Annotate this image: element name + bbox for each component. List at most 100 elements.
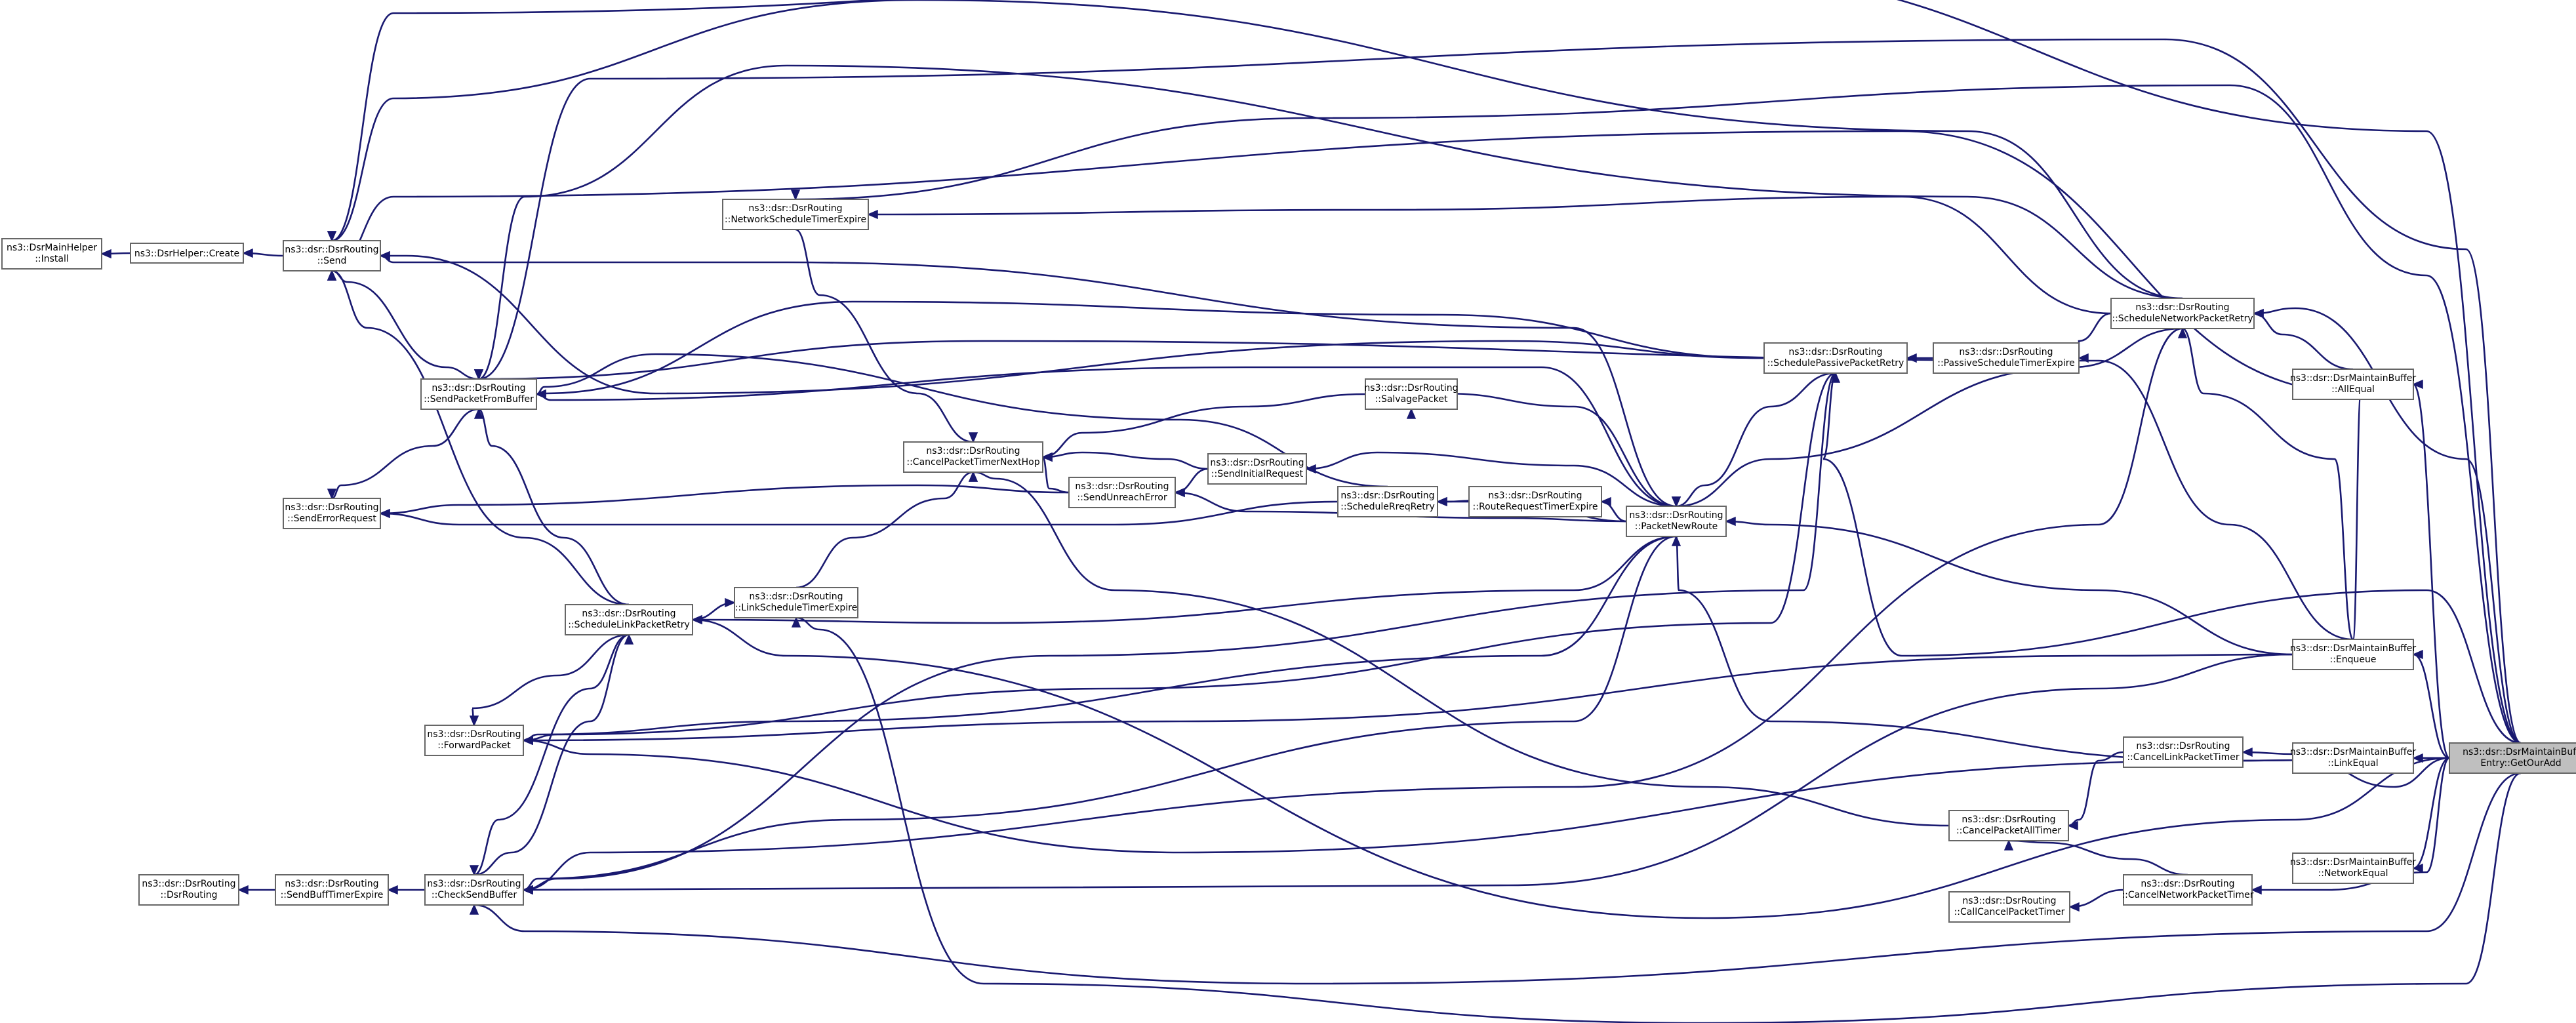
node-label-line: ::AllEqual — [2331, 384, 2375, 395]
edge-scheduleRreq-to-sendFromBuffer — [535, 353, 1388, 488]
edge-arrowhead — [1725, 516, 1736, 527]
edge-line — [331, 0, 2522, 744]
edge-arrowhead — [1906, 353, 1917, 363]
edge-arrowhead — [237, 885, 249, 895]
node-passive-timer[interactable]: ns3::dsr::DsrRouting::PassiveScheduleTim… — [1933, 342, 2080, 374]
edge-scheduleLink-to-sendFromBuffer — [473, 408, 630, 606]
node-cancel-link-timer[interactable]: ns3::dsr::DsrRouting::CancelLinkPacketTi… — [2123, 736, 2244, 768]
edge-enqueue-to-packetNewRoute — [1725, 516, 2293, 656]
edge-line — [2182, 327, 2354, 641]
node-helper-create[interactable]: ns3::DsrHelper::Create — [130, 243, 244, 264]
node-cancel-all-timer[interactable]: ns3::dsr::DsrRouting::CancelPacketAllTim… — [1948, 810, 2069, 841]
edge-arrowhead — [2412, 863, 2423, 873]
edge-arrowhead — [535, 389, 546, 399]
node-box — [1948, 810, 2069, 841]
node-enqueue[interactable]: ns3::dsr::DsrMaintainBuffer::Enqueue — [2290, 639, 2416, 670]
node-call-cancel[interactable]: ns3::dsr::DsrRouting::CallCancelPacketTi… — [1948, 891, 2070, 923]
edge-send-to-helperCreate — [242, 248, 284, 258]
node-salvage[interactable]: ns3::dsr::DsrRouting::SalvagePacket — [1364, 378, 1459, 410]
edge-line — [331, 270, 630, 606]
edge-scheduleNetwork-to-sendFromBuffer — [473, 64, 2183, 380]
node-label-line: ::CheckSendBuffer — [432, 890, 517, 900]
edge-linkTimer-to-cancelTimerNextHop — [795, 471, 978, 589]
edge-line — [1306, 451, 1677, 508]
edge-arrowhead — [522, 885, 533, 895]
edge-sendFromBuffer-to-send — [327, 270, 479, 380]
edge-arrowhead — [1436, 496, 1447, 507]
node-box — [1, 238, 102, 270]
edge-sendUnreach-to-cancelTimerNextHop — [1041, 452, 1070, 494]
node-cancel-network-timer[interactable]: ns3::dsr::DsrRouting::CancelNetworkPacke… — [2122, 874, 2254, 906]
edge-cancelNetworkTimer-to-cancelAllTimer — [2003, 839, 2188, 876]
edge-line — [331, 408, 479, 500]
edge-enqueue-to-scheduleNetwork — [2177, 327, 2354, 641]
node-check-send-buffer[interactable]: ns3::dsr::DsrRouting::CheckSendBuffer — [424, 874, 524, 906]
node-send[interactable]: ns3::dsr::DsrRouting::Send — [283, 240, 381, 271]
edge-scheduleLink-to-forwardPacket — [469, 633, 630, 727]
edge-packetNewRoute-to-routeReqTimer — [1600, 496, 1627, 523]
node-all-equal[interactable]: ns3::dsr::DsrMaintainBuffer::AllEqual — [2290, 369, 2416, 400]
node-schedule-link[interactable]: ns3::dsr::DsrRouting::ScheduleLinkPacket… — [565, 604, 693, 635]
node-box — [2449, 742, 2576, 774]
node-packet-new-route[interactable]: ns3::dsr::DsrRouting::PacketNewRoute — [1626, 506, 1727, 537]
node-label-line: ::SendErrorRequest — [287, 513, 376, 524]
edge-line — [523, 739, 2450, 854]
edge-line — [331, 270, 479, 380]
node-route-req-timer[interactable]: ns3::dsr::DsrRouting::RouteRequestTimerE… — [1468, 486, 1602, 517]
edge-cancelLinkTimer-to-cancelAllTimer — [2067, 751, 2124, 831]
node-link-equal[interactable]: ns3::dsr::DsrMaintainBuffer::LinkEqual — [2290, 742, 2416, 774]
edge-line — [523, 327, 2183, 891]
node-label-line: ns3::dsr::DsrMaintainBuffer — [2290, 373, 2416, 384]
node-schedule-network[interactable]: ns3::dsr::DsrRouting::ScheduleNetworkPac… — [2110, 298, 2255, 329]
node-label-line: ::CallCancelPacketTimer — [1954, 907, 2065, 917]
node-send-from-buffer[interactable]: ns3::dsr::DsrRouting::SendPacketFromBuff… — [420, 378, 537, 410]
edge-line — [523, 372, 1836, 742]
node-dsr-routing[interactable]: ns3::dsr::DsrRouting::DsrRouting — [138, 874, 239, 906]
node-network-timer[interactable]: ns3::dsr::DsrRouting::NetworkScheduleTim… — [722, 199, 869, 230]
node-box — [1763, 342, 1908, 374]
node-label-line: ns3::dsr::DsrRouting — [582, 609, 675, 619]
node-box — [1626, 506, 1727, 537]
edge-line — [2078, 312, 2112, 358]
node-schedule-passive[interactable]: ns3::dsr::DsrRouting::SchedulePassivePac… — [1763, 342, 1908, 374]
edge-sendInitial-to-cancelTimerNextHop — [1041, 451, 1209, 470]
edge-arrowhead — [469, 865, 479, 876]
node-main-install[interactable]: ns3::DsrMainHelper::Install — [1, 238, 102, 270]
node-link-timer[interactable]: ns3::dsr::DsrRouting::LinkScheduleTimerE… — [734, 587, 858, 618]
edge-scheduleRreq-to-sendErrorReq — [379, 500, 1338, 526]
edge-line — [1175, 468, 1209, 494]
node-box — [283, 240, 381, 271]
node-label-line: ns3::dsr::DsrMaintainBuff — [2463, 747, 2576, 757]
edge-line — [795, 616, 2522, 1023]
edge-arrowhead — [624, 633, 634, 645]
node-send-error-req[interactable]: ns3::dsr::DsrRouting::SendErrorRequest — [283, 498, 381, 529]
edge-arrowhead — [968, 471, 978, 482]
edge-line — [2068, 751, 2124, 827]
edge-arrowhead — [2242, 747, 2253, 757]
node-forward-packet[interactable]: ns3::dsr::DsrRouting::ForwardPacket — [424, 725, 524, 756]
node-label-line: ::SalvagePacket — [1375, 394, 1448, 405]
node-box — [275, 874, 389, 906]
edge-root-to-allEqual — [2412, 379, 2451, 759]
node-send-initial[interactable]: ns3::dsr::DsrRouting::SendInitialRequest — [1207, 453, 1307, 485]
edge-salvage-to-cancelTimerNextHop — [1041, 393, 1366, 462]
node-root[interactable]: ns3::dsr::DsrMaintainBuffEntry::GetOurAd… — [2449, 742, 2576, 774]
edge-arrowhead — [1671, 535, 1681, 546]
edge-line — [1041, 456, 1070, 494]
node-schedule-rreq[interactable]: ns3::dsr::DsrRouting::ScheduleRreqRetry — [1337, 486, 1438, 517]
node-box — [903, 441, 1043, 473]
edge-line — [1042, 393, 1366, 458]
node-box — [722, 199, 869, 230]
edge-arrowhead — [100, 249, 111, 259]
node-send-unreach[interactable]: ns3::dsr::DsrRouting::SendUnreachError — [1068, 477, 1176, 508]
node-label-line: ns3::dsr::DsrRouting — [1075, 481, 1169, 492]
node-send-buff-timer[interactable]: ns3::dsr::DsrRouting::SendBuffTimerExpir… — [275, 874, 389, 906]
edge-networkTimer-to-cancelTimerNextHop — [795, 228, 978, 443]
node-label-line: ns3::dsr::DsrRouting — [432, 383, 525, 393]
node-cancel-timer-next-hop[interactable]: ns3::dsr::DsrRouting::CancelPacketTimerN… — [903, 441, 1043, 473]
edge-arrowhead — [469, 715, 479, 727]
node-label-line: ::NetworkScheduleTimerExpire — [725, 214, 866, 225]
edge-line — [380, 500, 1338, 526]
node-network-equal[interactable]: ns3::dsr::DsrMaintainBuffer::NetworkEqua… — [2290, 852, 2416, 884]
